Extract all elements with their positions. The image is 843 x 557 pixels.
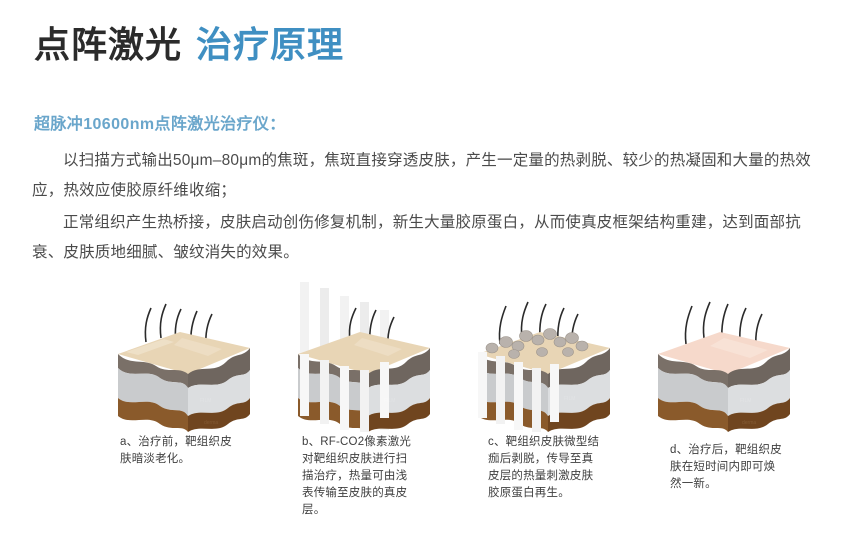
laser-beams-front-b: [300, 354, 389, 432]
micro-crusts-c: [485, 328, 589, 359]
skin-block-diagram-a: FILM derma: [104, 282, 264, 432]
panel-b-caption: b、RF-CO2像素激光对靶组织皮肤进行扫描治疗，热量可由浅表传输至皮肤的真皮层…: [302, 436, 412, 516]
panel-c: FILM c、靶组织皮肤微型结痂后剥脱，传导至真皮层的热量刺激皮肤胶原蛋白再生。: [464, 282, 624, 537]
panel-d-caption: d、治疗后，靶组织皮肤在短时间内即可焕然一新。: [670, 444, 782, 490]
skin-block-svg-d: FILM derma: [658, 301, 790, 432]
watermark-c: FILM: [564, 396, 575, 402]
panel-a-caption: a、治疗前，靶组织皮肤暗淡老化。: [120, 436, 232, 465]
svg-text:FILM: FILM: [564, 396, 575, 402]
body-text: 以扫描方式输出50μm–80μm的焦斑，焦斑直接穿透皮肤，产生一定量的热剥脱、较…: [32, 146, 822, 270]
skin-block-svg-b: FILM: [298, 282, 430, 432]
title-primary: 点阵激光: [34, 24, 183, 65]
title-accent: 治疗原理: [196, 24, 345, 65]
illustration-strip: FILM derma a、治疗前，靶组织皮肤暗淡老化。: [104, 282, 804, 537]
panel-a: FILM derma a、治疗前，靶组织皮肤暗淡老化。: [104, 282, 264, 537]
watermark-b: FILM: [384, 398, 395, 404]
skin-block-svg-a: FILM derma: [118, 303, 250, 432]
svg-text:FILM: FILM: [384, 398, 395, 404]
paragraph-2: 正常组织产生热桥接，皮肤启动创伤修复机制，新生大量胶原蛋白，从而使真皮框架结构重…: [32, 214, 801, 261]
skin-block-svg-c: FILM: [478, 301, 610, 432]
svg-text:FILM: FILM: [200, 398, 211, 404]
svg-text:derma: derma: [742, 420, 756, 426]
panel-c-caption: c、靶组织皮肤微型结痂后剥脱，传导至真皮层的热量刺激皮肤胶原蛋白再生。: [488, 436, 600, 499]
page-title: 点阵激光 治疗原理: [34, 27, 344, 63]
section-subtitle: 超脉冲10600nm点阵激光治疗仪：: [34, 116, 286, 133]
svg-text:FILM: FILM: [740, 398, 751, 404]
skin-block-diagram-d: FILM derma: [644, 282, 804, 432]
skin-block-diagram-b: FILM: [284, 282, 444, 432]
ablation-channels-c: [478, 352, 559, 432]
paragraph-1: 以扫描方式输出50μm–80μm的焦斑，焦斑直接穿透皮肤，产生一定量的热剥脱、较…: [32, 152, 811, 199]
panel-d: FILM derma d、治疗后，靶组织皮肤在短时间内即可焕然一新。: [644, 282, 804, 537]
panel-b: FILM b、RF-CO2像素激光对靶组织皮肤进行扫描治疗，热量可由浅表传输至皮…: [284, 282, 444, 537]
watermark-d: FILM derma: [740, 398, 756, 426]
skin-block-diagram-c: FILM: [464, 282, 624, 432]
svg-text:derma: derma: [204, 420, 218, 426]
watermark-a: FILM derma: [200, 398, 218, 426]
